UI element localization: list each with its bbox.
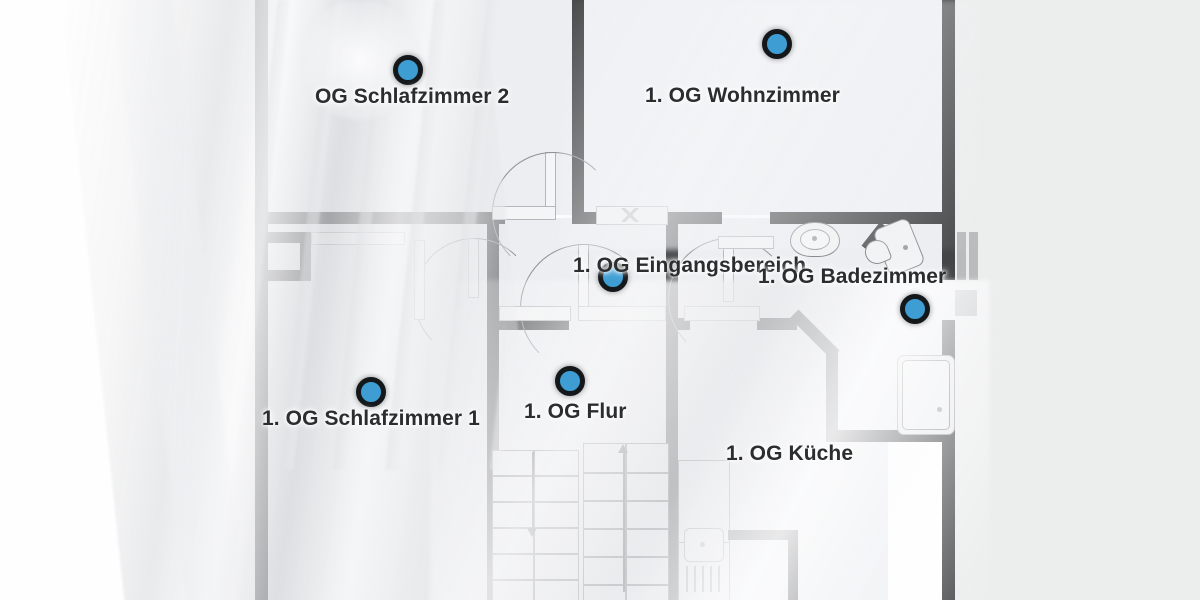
wall-kitchen-partition-vert (788, 530, 798, 600)
window-cross-icon (615, 208, 645, 222)
toilet-flush-knob (812, 236, 817, 241)
stair-down-arrow-shaft (532, 452, 534, 530)
stair-down-arrow-icon (527, 528, 537, 537)
label-badezimmer: 1. OG Badezimmer (758, 265, 947, 288)
marker-eingangsbereich[interactable] (598, 262, 628, 292)
label-schlafzimmer-2: OG Schlafzimmer 2 (315, 85, 510, 108)
wall-exterior-right-upper (942, 0, 955, 232)
bathtub-inner (902, 360, 950, 430)
wall-horizontal-upper-left (255, 212, 505, 224)
wall-sill-right (957, 232, 966, 280)
stair-up (583, 443, 669, 600)
wall-sill-right-3 (955, 290, 977, 316)
wall-kitchen-partition (728, 530, 796, 540)
marker-schlafzimmer-1[interactable] (356, 377, 386, 407)
label-schlafzimmer-1: 1. OG Schlafzimmer 1 (262, 407, 480, 430)
stair-up-arrow-icon (618, 444, 628, 453)
label-eingangsbereich: 1. OG Eingangsbereich (573, 254, 807, 277)
wall-horizontal-upper-right (770, 212, 955, 224)
wall-bath-vertical (826, 352, 838, 442)
threshold-upper-left (311, 232, 405, 245)
threshold-flur-left (499, 306, 571, 321)
door-frame-bad (718, 236, 774, 249)
label-kueche: 1. OG Küche (726, 442, 854, 465)
wall-exterior-left (255, 0, 268, 600)
marker-schlafzimmer-2[interactable] (393, 55, 423, 85)
label-flur: 1. OG Flur (524, 400, 627, 423)
kitchen-appliance-knob (700, 542, 705, 547)
bathtub-drain-icon (937, 407, 942, 412)
wall-pocket-left-bot (255, 270, 311, 281)
kitchen-burner-icon (686, 566, 720, 592)
wall-sill-right-2 (969, 232, 978, 280)
door-frame-schlafzimmer1 (414, 240, 425, 320)
stair-up-arrow-shaft (623, 452, 625, 592)
threshold-kueche (684, 306, 760, 321)
left-margin-background (0, 0, 256, 600)
marker-wohnzimmer[interactable] (762, 29, 792, 59)
threshold-flur-right (578, 306, 666, 321)
marker-flur[interactable] (555, 366, 585, 396)
stair-down (492, 450, 579, 600)
door-frame-schlafzimmer2 (492, 206, 556, 220)
sink-tap-knob (903, 245, 908, 250)
label-wohnzimmer: 1. OG Wohnzimmer (645, 84, 840, 107)
right-margin-背景 (955, 0, 1200, 600)
marker-badezimmer[interactable] (900, 294, 930, 324)
